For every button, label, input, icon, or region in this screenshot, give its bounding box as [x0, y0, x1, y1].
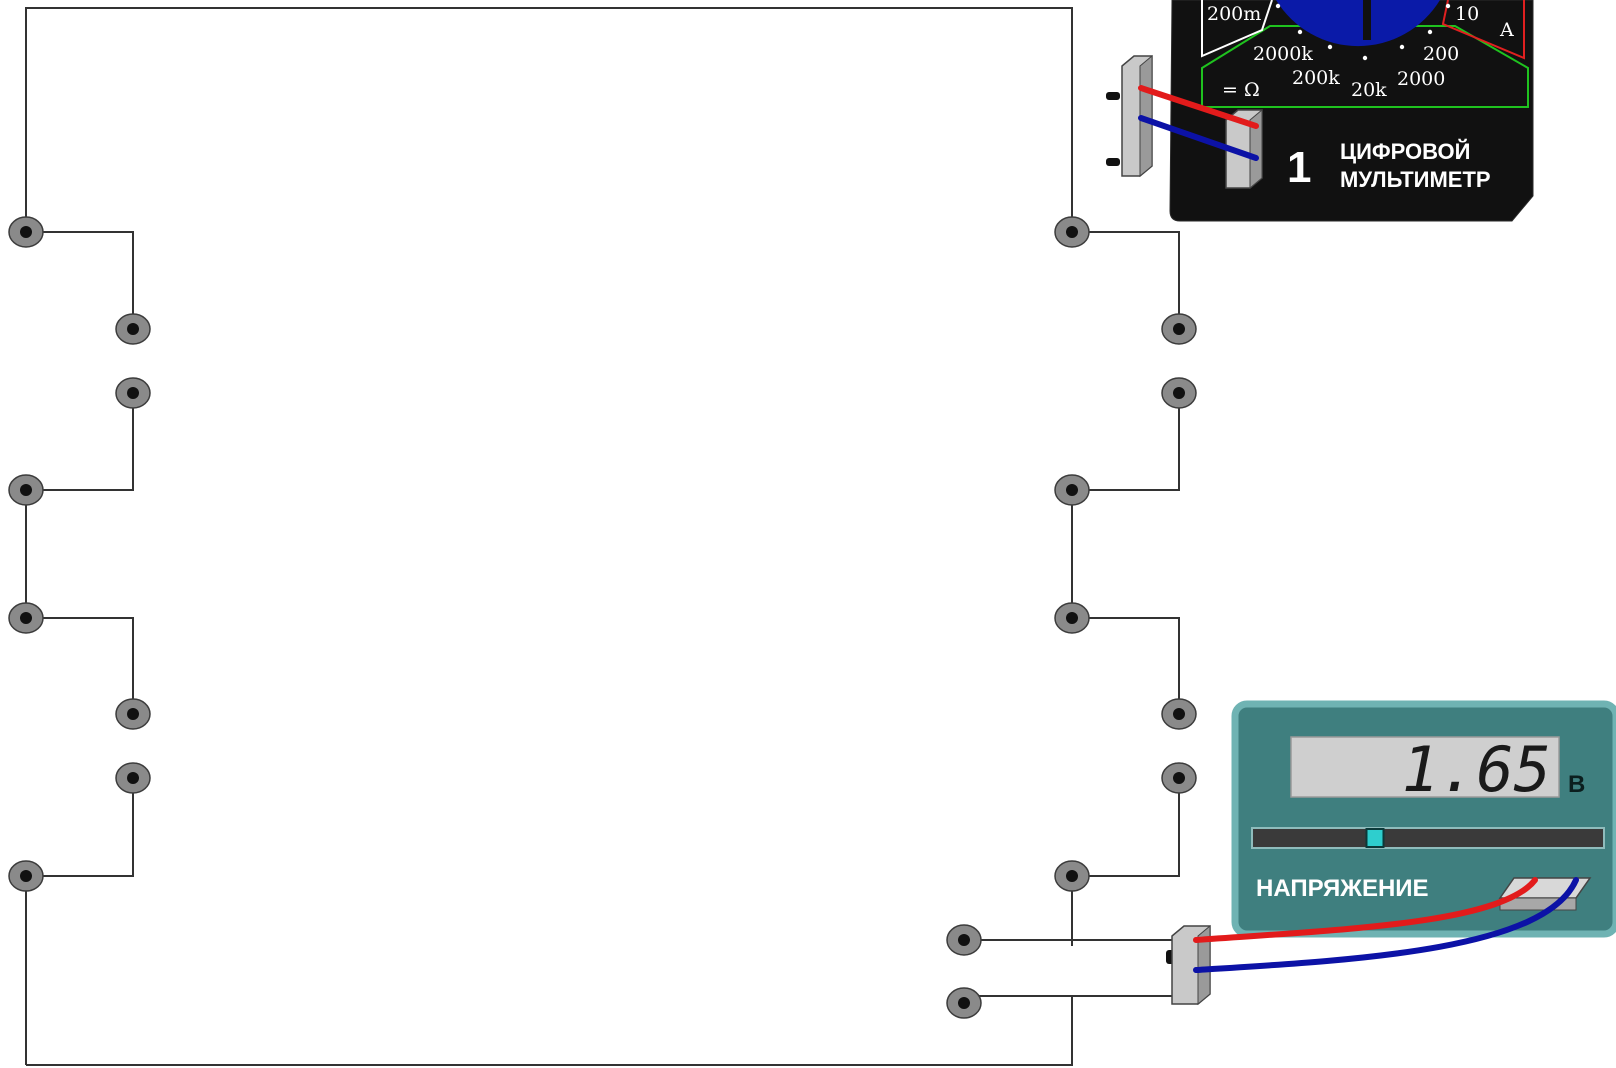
- wire-right-branch-3: [1072, 617, 1180, 714]
- terminal-right-5[interactable]: [1054, 602, 1090, 634]
- multimeter-probe-negative[interactable]: [1138, 115, 1259, 161]
- terminal-left-2[interactable]: [115, 313, 151, 345]
- range-label-2000k: 2000k: [1253, 43, 1313, 65]
- source-lead-negative[interactable]: [1193, 877, 1579, 973]
- multimeter-dial-ticks: [1275, 3, 1451, 61]
- terminal-source-2[interactable]: [946, 987, 982, 1019]
- wire-top-rail: [25, 7, 1073, 232]
- multimeter-rotary-dial[interactable]: [1276, 0, 1440, 47]
- terminal-left-5[interactable]: [8, 602, 44, 634]
- voltage-reading: 1.65: [1402, 733, 1551, 806]
- range-label-ohm: = Ω: [1222, 79, 1260, 101]
- terminal-source-1[interactable]: [946, 924, 982, 956]
- multimeter-amp-zone: [1441, 0, 1525, 60]
- terminal-right-7[interactable]: [1161, 762, 1197, 794]
- range-label-2000: 2000: [1397, 68, 1445, 90]
- source-lead-positive[interactable]: [1193, 877, 1538, 943]
- range-label-20k: 20k: [1351, 79, 1387, 101]
- wire-left-branch-2: [25, 393, 134, 618]
- range-label-200: 200: [1423, 43, 1459, 65]
- wire-right-branch-2: [1071, 393, 1180, 618]
- wire-left-branch-1: [26, 231, 134, 329]
- range-label-a: A: [1499, 19, 1514, 41]
- multimeter-probe-positive[interactable]: [1138, 85, 1259, 129]
- terminal-right-1[interactable]: [1054, 216, 1090, 248]
- wire-right-branch-4: [1071, 778, 1180, 946]
- voltage-source[interactable]: 1.65 В НАПРЯЖЕНИЕ: [1231, 700, 1616, 938]
- multimeter-title-line1: ЦИФРОВОЙ: [1340, 139, 1470, 164]
- range-label-200m: 200m: [1207, 3, 1261, 25]
- wire-left-branch-4: [25, 778, 134, 1065]
- terminal-right-8[interactable]: [1054, 860, 1090, 892]
- digital-multimeter[interactable]: 200m 10 A 2000k 200 200k 20k 2000 = Ω 1 …: [1169, 0, 1534, 222]
- voltage-source-label: НАПРЯЖЕНИЕ: [1256, 875, 1429, 902]
- voltage-slider-track[interactable]: [1251, 827, 1605, 849]
- terminal-left-8[interactable]: [8, 860, 44, 892]
- voltage-unit: В: [1568, 771, 1585, 798]
- terminal-left-4[interactable]: [8, 474, 44, 506]
- multimeter-number: 1: [1287, 143, 1311, 192]
- wire-left-branch-3: [26, 617, 134, 714]
- voltage-display: [1290, 736, 1560, 798]
- range-label-10: 10: [1455, 3, 1479, 25]
- wire-bottom-rail: [26, 996, 1073, 1066]
- multimeter-volt-zone: [1201, 0, 1273, 58]
- terminal-left-3[interactable]: [115, 377, 151, 409]
- source-circuit-connector[interactable]: [1166, 924, 1211, 1006]
- terminal-left-6[interactable]: [115, 698, 151, 730]
- circuit-wires: [25, 7, 1180, 1066]
- terminal-right-6[interactable]: [1161, 698, 1197, 730]
- terminal-left-7[interactable]: [115, 762, 151, 794]
- circuit-terminals: [8, 216, 1197, 1019]
- multimeter-title-line2: МУЛЬТИМЕТР: [1340, 167, 1491, 192]
- terminal-left-1[interactable]: [8, 216, 44, 248]
- terminal-right-2[interactable]: [1161, 313, 1197, 345]
- wire-right-branch-1: [1072, 231, 1180, 329]
- terminal-right-4[interactable]: [1054, 474, 1090, 506]
- range-label-200k: 200k: [1292, 67, 1340, 89]
- terminal-right-3[interactable]: [1161, 377, 1197, 409]
- voltage-slider-knob[interactable]: [1365, 828, 1385, 848]
